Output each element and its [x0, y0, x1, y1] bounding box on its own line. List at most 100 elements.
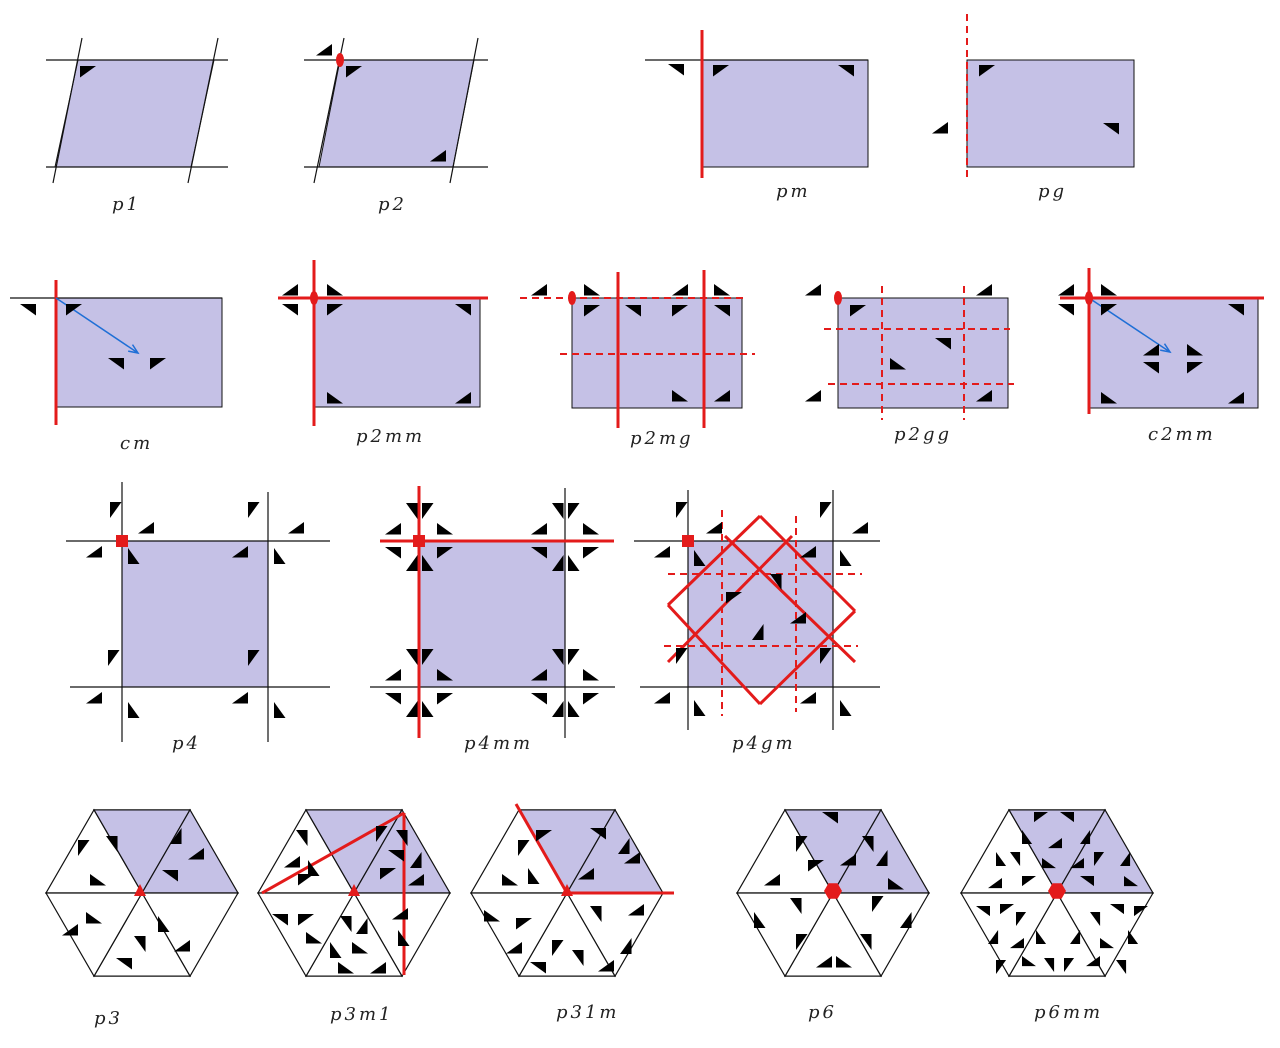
black-triangle-icon: [836, 956, 852, 968]
label-p4gm: p4gm: [732, 733, 796, 754]
unit-cell: [313, 297, 481, 408]
red-square-icon: [413, 535, 425, 547]
black-triangle-icon: [752, 624, 764, 640]
unit-cell: [318, 59, 475, 168]
black-triangle-icon: [726, 592, 742, 604]
black-triangle-icon: [327, 284, 343, 296]
black-triangle-icon: [1143, 344, 1159, 356]
label-p3m1: p3m1: [330, 1004, 394, 1025]
black-triangle-icon: [584, 284, 600, 296]
black-triangle-icon: [396, 830, 408, 846]
unit-cell: [54, 59, 215, 168]
black-triangle-icon: [805, 390, 821, 402]
black-triangle-icon: [876, 850, 888, 866]
label-c2mm: c2mm: [1148, 424, 1216, 445]
black-triangle-icon: [506, 942, 522, 954]
black-triangle-icon: [800, 546, 816, 558]
black-triangle-icon: [583, 547, 599, 559]
black-triangle-icon: [406, 503, 418, 519]
black-triangle-icon: [1101, 392, 1117, 404]
black-triangle-icon: [840, 854, 856, 866]
red-ellipse-icon: [568, 291, 576, 305]
black-triangle-icon: [80, 66, 96, 78]
black-triangle-icon: [128, 548, 140, 564]
black-triangle-icon: [1228, 304, 1244, 316]
black-triangle-icon: [406, 649, 418, 665]
black-triangle-icon: [800, 692, 816, 704]
label-p6: p6: [808, 1002, 837, 1023]
black-triangle-icon: [816, 956, 832, 968]
black-triangle-icon: [116, 958, 132, 970]
black-triangle-icon: [706, 522, 722, 534]
black-triangle-icon: [900, 912, 912, 928]
black-triangle-icon: [274, 702, 286, 718]
black-triangle-icon: [790, 898, 802, 914]
black-triangle-icon: [996, 852, 1007, 866]
black-triangle-icon: [1070, 930, 1081, 944]
mirror-line: [666, 603, 762, 706]
black-triangle-icon: [820, 648, 832, 664]
black-triangle-icon: [284, 856, 300, 868]
black-triangle-icon: [1094, 852, 1105, 866]
mirror-line: [758, 609, 857, 706]
black-triangle-icon: [822, 812, 838, 824]
red-hexagon-icon: [824, 883, 842, 899]
black-triangle-icon: [106, 836, 118, 852]
black-triangle-icon: [598, 960, 614, 972]
black-triangle-icon: [385, 523, 401, 535]
black-triangle-icon: [935, 338, 951, 350]
mirror-line: [758, 514, 857, 613]
black-triangle-icon: [1000, 904, 1014, 915]
black-triangle-icon: [1060, 812, 1074, 823]
black-triangle-icon: [840, 700, 852, 716]
black-triangle-icon: [330, 942, 342, 958]
black-triangle-icon: [385, 669, 401, 681]
black-triangle-icon: [628, 904, 644, 916]
black-triangle-icon: [1101, 284, 1117, 296]
black-triangle-icon: [805, 284, 821, 296]
black-triangle-icon: [1187, 344, 1203, 356]
mirror-line: [514, 803, 569, 894]
black-triangle-icon: [1086, 956, 1100, 967]
black-triangle-icon: [1228, 392, 1244, 404]
black-triangle-icon: [138, 522, 154, 534]
black-triangle-icon: [248, 650, 260, 666]
label-p2mm: p2mm: [356, 426, 425, 447]
black-triangle-icon: [78, 840, 90, 856]
black-triangle-icon: [770, 574, 782, 590]
black-triangle-icon: [890, 358, 906, 370]
black-triangle-icon: [502, 874, 518, 886]
unit-cell: [418, 540, 566, 688]
black-triangle-icon: [568, 701, 580, 717]
black-triangle-icon: [346, 66, 362, 78]
black-triangle-icon: [108, 650, 120, 666]
black-triangle-icon: [437, 523, 453, 535]
black-triangle-icon: [583, 523, 599, 535]
label-p2: p2: [378, 194, 407, 215]
black-triangle-icon: [455, 304, 471, 316]
black-triangle-icon: [338, 962, 354, 974]
black-triangle-icon: [1124, 876, 1138, 887]
black-triangle-icon: [232, 546, 248, 558]
black-triangle-icon: [86, 692, 102, 704]
black-triangle-icon: [298, 914, 314, 926]
black-triangle-icon: [536, 830, 552, 842]
black-triangle-icon: [422, 701, 434, 717]
black-triangle-icon: [516, 918, 532, 930]
black-triangle-icon: [672, 390, 688, 402]
black-triangle-icon: [296, 830, 308, 846]
black-triangle-icon: [437, 693, 453, 705]
black-triangle-icon: [620, 938, 632, 954]
p6mm-wedge: [959, 892, 1059, 978]
black-triangle-icon: [274, 548, 286, 564]
black-triangle-icon: [272, 914, 288, 926]
black-triangle-icon: [552, 503, 564, 519]
black-triangle-icon: [308, 860, 320, 876]
red-ellipse-icon: [834, 291, 842, 305]
red-ellipse-icon: [336, 53, 344, 67]
symmetry-elements: [54, 14, 1264, 975]
black-triangle-icon: [1090, 912, 1101, 926]
black-triangle-icon: [840, 550, 852, 566]
black-triangle-icon: [1110, 904, 1124, 915]
label-p3: p3: [94, 1008, 123, 1029]
